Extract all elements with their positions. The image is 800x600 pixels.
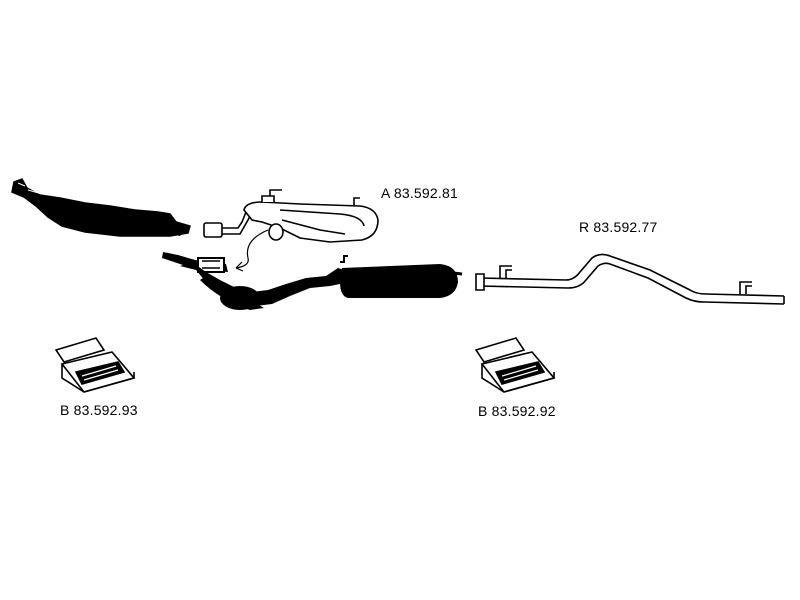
front-pipe-heat-shield: [11, 178, 191, 237]
rear-tail-pipe: [475, 253, 785, 305]
flange-left: [203, 222, 223, 238]
middle-silencer-outline: [203, 189, 379, 243]
flange-right: [268, 223, 284, 241]
part-code-rear-pipe: R 83.592.77: [579, 219, 658, 235]
catalyst-and-rear-silencer: [162, 252, 463, 310]
mounting-kit-box-right: [474, 337, 556, 393]
connection-arrow: [235, 229, 269, 272]
mounting-kit-box-left: [54, 337, 136, 393]
part-code-mounting-kit-left: B 83.592.93: [60, 402, 138, 418]
part-code-mounting-kit-right: B 83.592.92: [478, 403, 556, 419]
part-code-middle-silencer: A 83.592.81: [381, 185, 458, 201]
